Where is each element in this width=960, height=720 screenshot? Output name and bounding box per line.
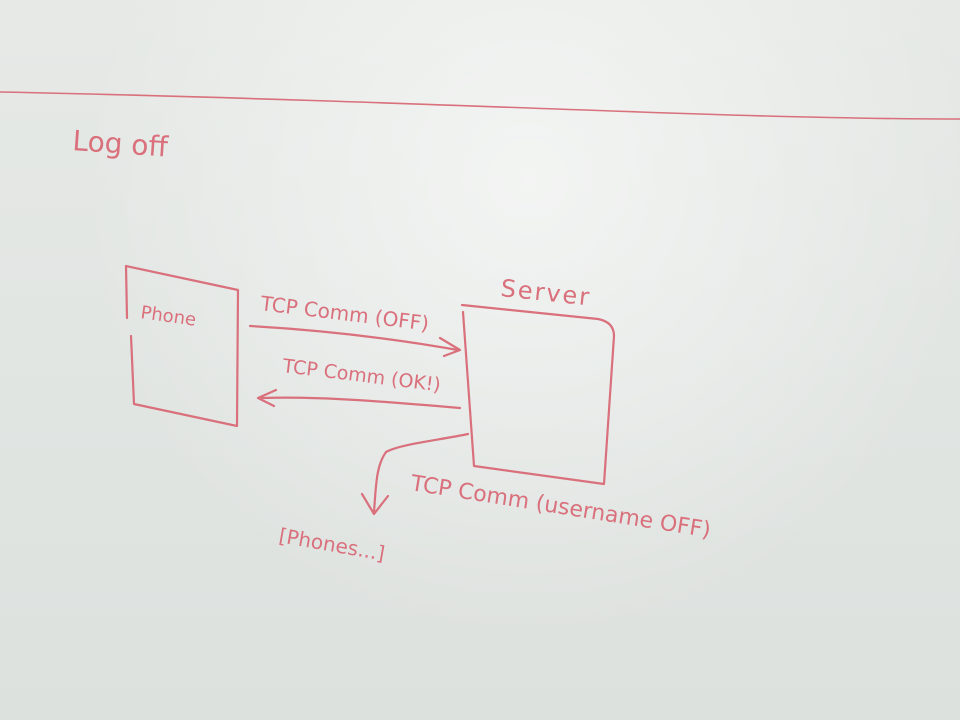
server-label: Server bbox=[499, 274, 592, 311]
response-label: TCP Comm (OK!) bbox=[280, 355, 442, 396]
response-arrow bbox=[256, 388, 462, 410]
broadcast-arrow bbox=[360, 432, 470, 516]
phone-label: Phone bbox=[139, 302, 197, 331]
broadcast-label: TCP Comm (username OFF) bbox=[408, 471, 712, 543]
request-arrow bbox=[248, 324, 462, 358]
server-box bbox=[460, 303, 616, 486]
log-off-title: Log off bbox=[72, 124, 170, 164]
phone-box bbox=[124, 264, 240, 428]
top-rule-line bbox=[0, 91, 960, 120]
phones-list-label: [Phones...] bbox=[277, 523, 387, 565]
